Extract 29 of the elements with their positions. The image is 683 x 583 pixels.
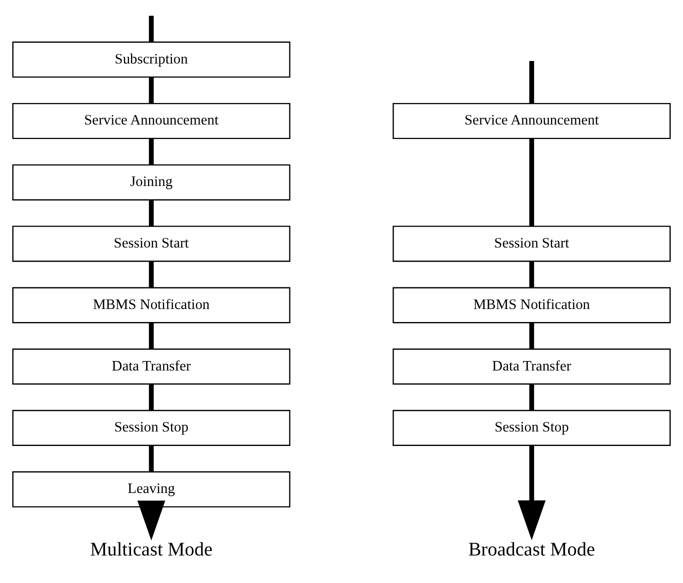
connector bbox=[529, 61, 534, 104]
node-text: Broadcast Mode bbox=[468, 539, 596, 560]
node-box: Service Announcement bbox=[392, 102, 671, 140]
node-box: Joining bbox=[12, 164, 290, 200]
node-box: MBMS Notification bbox=[12, 287, 290, 324]
connector bbox=[148, 200, 154, 226]
connector bbox=[148, 138, 154, 165]
arrow bbox=[137, 500, 166, 540]
connector bbox=[529, 322, 534, 350]
node-box: Session Stop bbox=[392, 410, 671, 446]
node-box: Data Transfer bbox=[12, 348, 290, 385]
connector bbox=[529, 138, 534, 226]
connector bbox=[529, 261, 534, 288]
connector bbox=[148, 384, 154, 410]
node-box: Data Transfer bbox=[392, 348, 671, 385]
node-box: MBMS Notification bbox=[392, 287, 671, 324]
connector bbox=[529, 384, 534, 410]
connector bbox=[148, 77, 154, 104]
arrow bbox=[518, 446, 546, 540]
connector bbox=[148, 16, 154, 42]
connector bbox=[148, 261, 154, 288]
connector bbox=[148, 446, 154, 472]
connector bbox=[148, 322, 154, 350]
node-box: Session Start bbox=[392, 226, 671, 262]
node-box: Session Start bbox=[12, 226, 290, 262]
node-box: Service Announcement bbox=[12, 102, 290, 140]
node-box: Session Stop bbox=[12, 410, 290, 446]
node-text: Multicast Mode bbox=[90, 539, 213, 560]
node-box: Subscription bbox=[12, 42, 290, 78]
